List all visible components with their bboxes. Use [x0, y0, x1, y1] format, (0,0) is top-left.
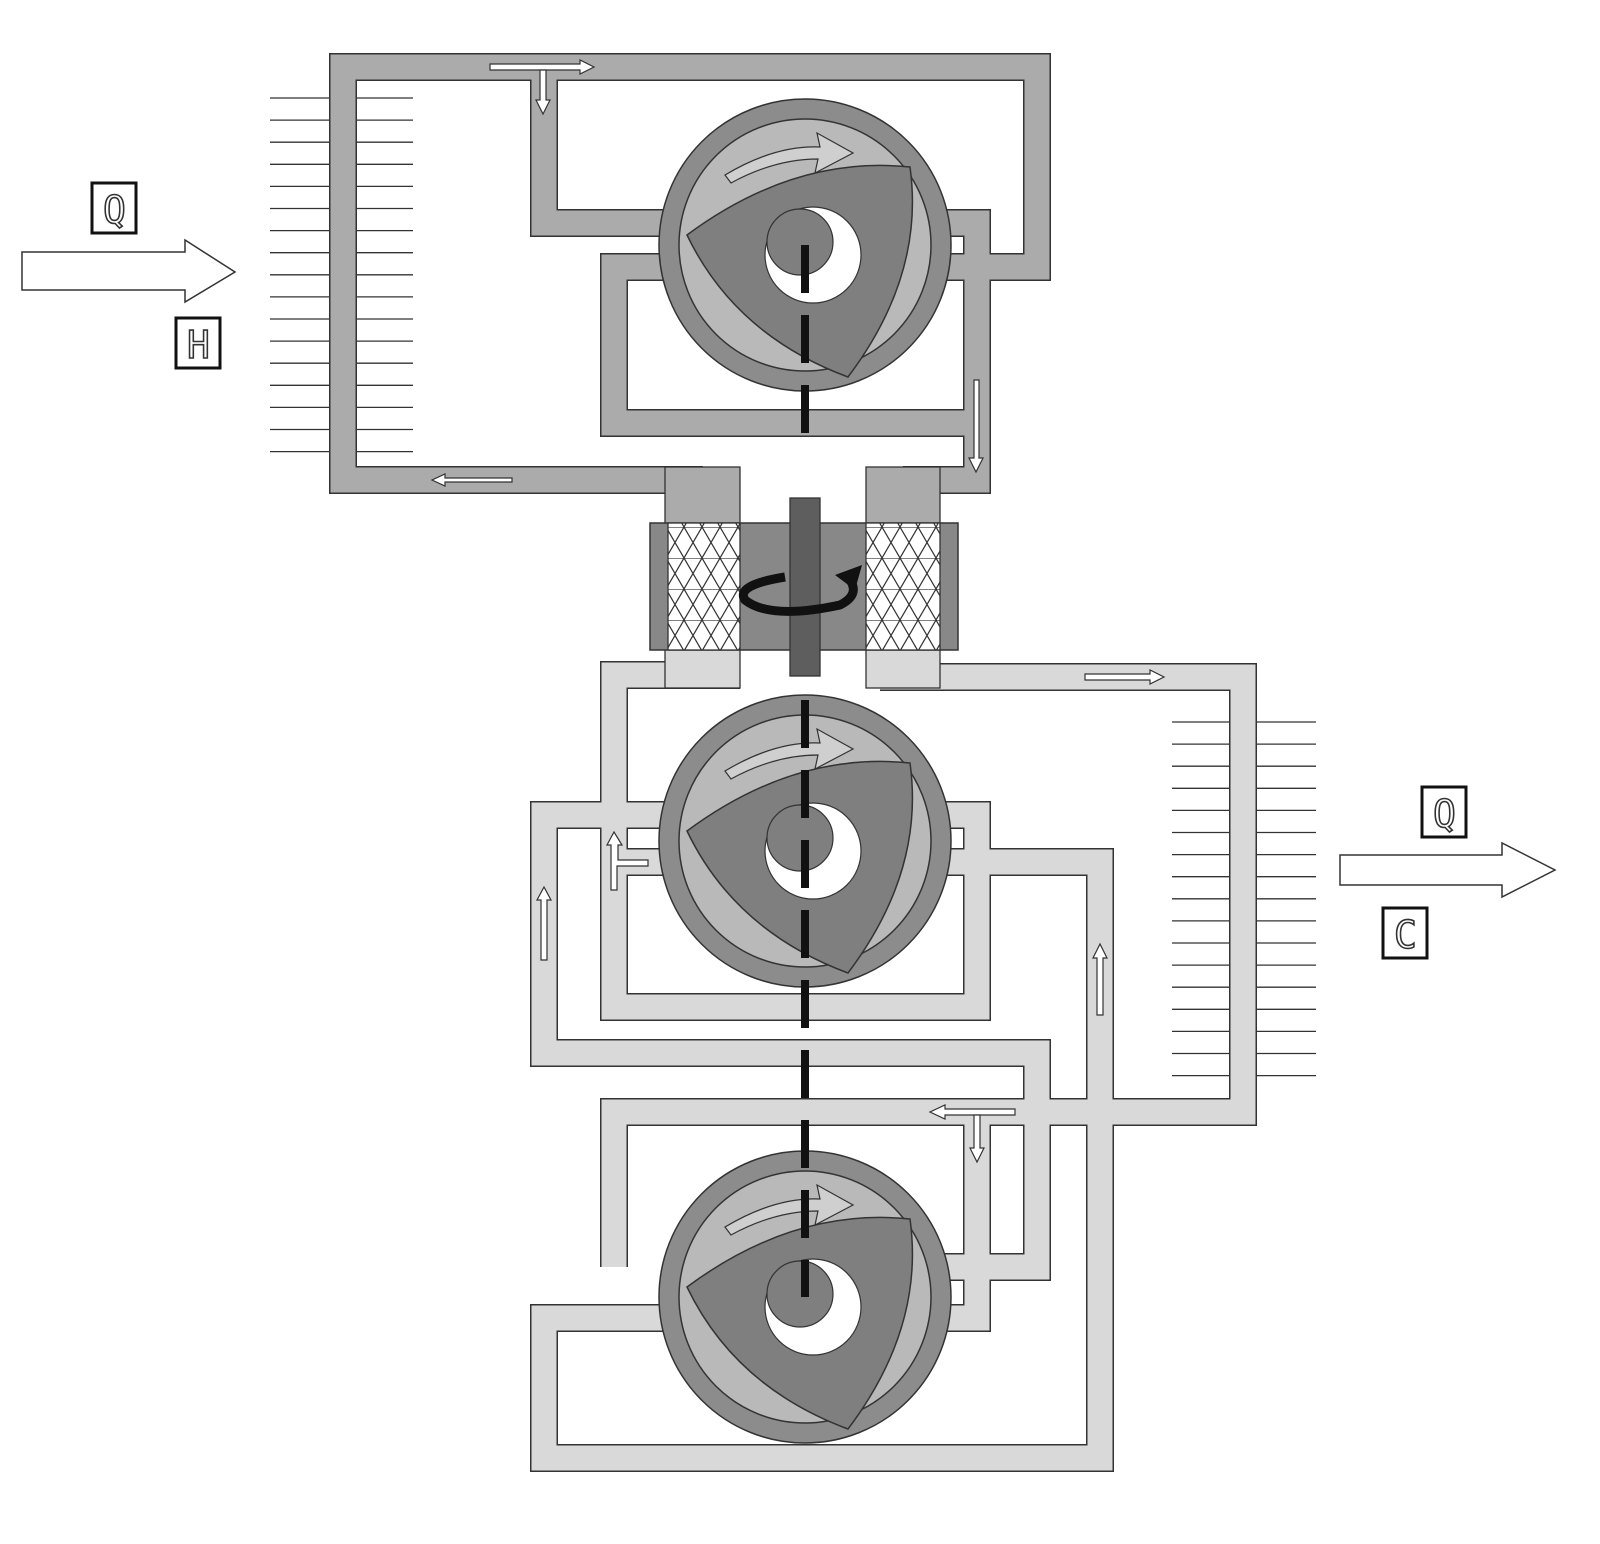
regenerator-matrix-left [667, 522, 741, 651]
heat-input-arrow-icon [21, 238, 237, 304]
cold-heat-label: Q [1420, 785, 1468, 839]
flow-arrows [430, 59, 1166, 1164]
shaft [789, 497, 821, 677]
hot-side-label: H [174, 316, 222, 370]
rotation-arrow-icon [738, 572, 858, 616]
hot-loop-pipes [329, 53, 1051, 528]
svg-text:Q: Q [1433, 792, 1456, 836]
cold-side-label: C [1381, 906, 1429, 960]
heat-output-arrow-icon [1339, 841, 1557, 899]
regenerator-matrix-right [865, 522, 941, 651]
cold-loop-pipes [530, 647, 1257, 1472]
svg-text:C: C [1394, 913, 1417, 957]
regenerator [649, 497, 959, 677]
svg-text:Q: Q [103, 188, 126, 232]
hot-heat-label: Q [90, 181, 138, 235]
svg-text:H: H [187, 323, 210, 367]
